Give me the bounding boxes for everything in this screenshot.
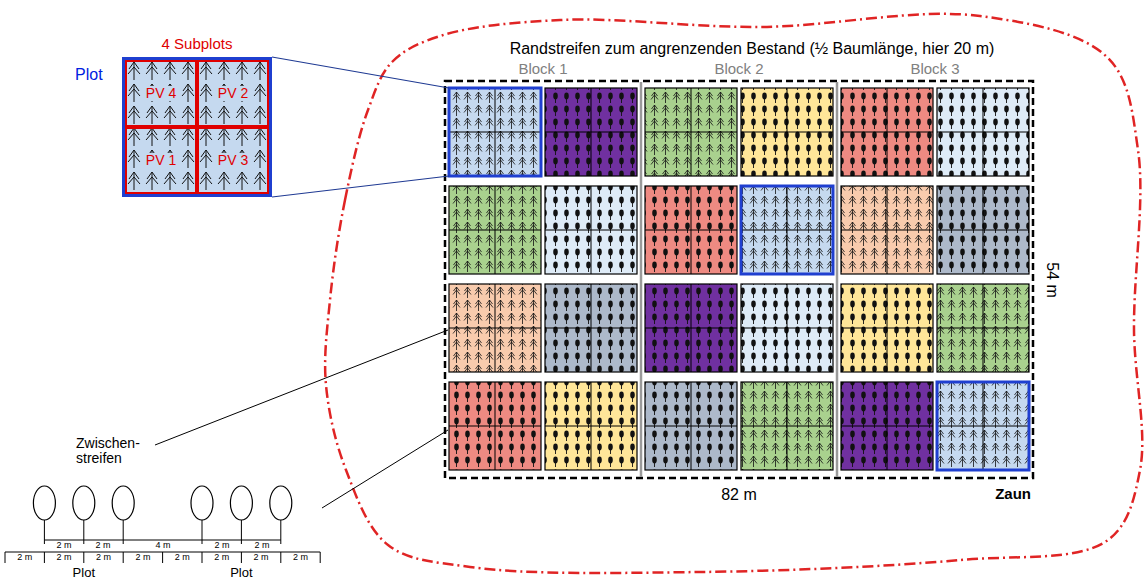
dimension: 4 m xyxy=(155,541,170,551)
label: Block 2 xyxy=(714,61,763,78)
plot xyxy=(741,284,833,372)
plot xyxy=(545,186,637,274)
label: Zwischen- streifen xyxy=(76,436,156,467)
plot xyxy=(645,284,737,372)
dimension: 2 m xyxy=(17,553,32,563)
dimension: 2 m xyxy=(293,553,308,563)
plot xyxy=(545,284,637,372)
plot xyxy=(645,88,737,176)
dimension: 2 m xyxy=(254,553,269,563)
plot xyxy=(841,382,933,470)
plot xyxy=(449,284,541,372)
subplot: PV 4 xyxy=(125,60,197,127)
leader-line xyxy=(155,330,448,445)
plot xyxy=(741,186,833,274)
label: Block 3 xyxy=(910,61,959,78)
spacing-schematic xyxy=(5,486,320,563)
edge-strip-outline xyxy=(325,14,1142,573)
label: 82 m xyxy=(721,486,757,504)
dimension: 2 m xyxy=(56,541,71,551)
plot-grid xyxy=(449,88,1029,470)
label: 54 m xyxy=(1043,262,1061,298)
plot xyxy=(841,186,933,274)
zoom-line xyxy=(272,57,449,88)
label: Zaun xyxy=(995,486,1031,503)
label: Plot xyxy=(230,566,252,580)
plot xyxy=(841,88,933,176)
subplot: PV 2 xyxy=(197,60,269,127)
plot xyxy=(741,88,833,176)
dimension: 2 m xyxy=(175,553,190,563)
label: Block 1 xyxy=(518,61,567,78)
subplot-label: PV 3 xyxy=(216,153,250,168)
dimension: 2 m xyxy=(57,553,72,563)
plot xyxy=(449,186,541,274)
subplot-label: PV 2 xyxy=(216,86,250,101)
plot xyxy=(545,382,637,470)
plot xyxy=(741,382,833,470)
edge-strip-boundary xyxy=(325,14,1142,573)
subplot: PV 3 xyxy=(197,127,269,194)
plot xyxy=(545,88,637,176)
plot xyxy=(449,382,541,470)
plot xyxy=(645,382,737,470)
plot xyxy=(937,186,1029,274)
zoom-line xyxy=(272,176,449,197)
dimension: 2 m xyxy=(96,553,111,563)
plot-heading: Plot xyxy=(75,66,103,84)
plot xyxy=(937,284,1029,372)
site-note: Randstreifen zum angrenzenden Bestand (½… xyxy=(510,40,995,58)
plot xyxy=(937,382,1029,470)
dimension: 2 m xyxy=(214,541,229,551)
subplot-label: PV 4 xyxy=(144,86,178,101)
dimension: 2 m xyxy=(254,541,269,551)
label: 4 Subplots xyxy=(162,36,233,53)
fence xyxy=(445,81,1033,478)
block-divider xyxy=(640,82,643,477)
dimension: 2 m xyxy=(135,553,150,563)
dimension: 2 m xyxy=(95,541,110,551)
block-divider xyxy=(836,82,839,477)
plot xyxy=(937,88,1029,176)
plot-zoom: PlotPV 4PV 2PV 1PV 3 xyxy=(122,57,272,197)
subplot-label: PV 1 xyxy=(144,153,178,168)
dimension: 2 m xyxy=(214,553,229,563)
subplot: PV 1 xyxy=(125,127,197,194)
label: Plot xyxy=(73,566,95,580)
plot xyxy=(645,186,737,274)
plot xyxy=(449,88,541,176)
plot xyxy=(841,284,933,372)
leader-line xyxy=(322,430,448,508)
